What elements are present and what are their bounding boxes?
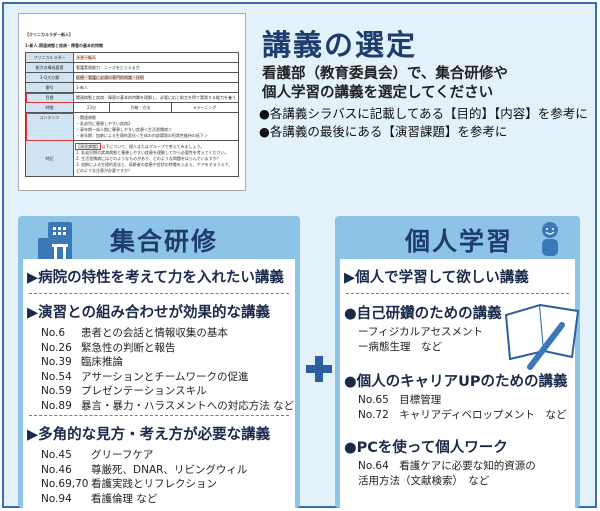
cell: 特記 xyxy=(25,140,74,177)
individual-content: ▶個人で学習して欲しい講義 ●自己研鑽のための講義 ーフィジカルアセスメント ー… xyxy=(340,259,580,508)
lecture-number: No.6 xyxy=(41,327,66,339)
section-heading: ●PCを使って個人ワーク xyxy=(344,440,508,456)
lecture-number: No.45 xyxy=(41,449,72,461)
list-item: No.39 臨床推論 xyxy=(41,354,123,369)
thumb-title: 【クリニカルラダー新人】 xyxy=(25,32,73,37)
line: ・老年期：加齢による生理的変化＜生体の内部環境の恒常性維持の低下＞ xyxy=(76,132,208,138)
lecture-title: 臨床推論 xyxy=(81,356,123,368)
cell: クリニカルラダー xyxy=(25,52,74,63)
cell: ラダー新人 xyxy=(76,54,96,60)
lecture-title: 患者との会話と情報収集の基本 xyxy=(81,327,228,339)
list-item: No.46 尊厳死、DNAR、リビングウィル xyxy=(41,462,247,477)
syllabus-thumbnail: 【クリニカルラダー新人】 1-新人.関連病態と疾病・障害の基本的特徴 クリニカル… xyxy=(18,13,246,191)
list-item: No.59 プレゼンテーションスキル xyxy=(41,383,207,398)
section-heading: ●自己研鑽のための講義 xyxy=(344,306,502,322)
cell: 番号 xyxy=(25,82,74,93)
list-item: No.65 目標管理 xyxy=(358,394,442,406)
list-item: ー病態生理 など xyxy=(358,341,442,353)
lecture-title: プレゼンテーションスキル xyxy=(81,385,207,397)
section-heading: ●個人のキャリアUPのための講義 xyxy=(344,374,568,390)
group-content: ▶病院の特性を考えて力を入れたい講義 ▶演習との組み合わせが効果的な講義 No.… xyxy=(23,259,295,508)
line: 3. 加齢による生理的変化と、高齢者の疾患や症状の特徴をふまえ、ケアをするうえで… xyxy=(76,161,233,173)
subtitle-line: 個人学習の講義を選定してください xyxy=(262,85,494,101)
line: 2. 生活習慣病にはどのようなものがあり、どのような問題をはらんでいますか？ xyxy=(76,155,221,161)
lecture-number: No.59 xyxy=(41,385,72,397)
individual-title: 個人学習 xyxy=(405,227,514,256)
cell: 看護実践能力：ニーズをとらえる力 xyxy=(73,62,239,73)
line: ・乳幼児に罹患しやすい疾病2 xyxy=(76,120,131,126)
list-item: No.45 グリーフケア xyxy=(41,447,153,462)
cell: 時間 xyxy=(25,102,74,113)
cell: 医療・看護に必須の専門的知識・技術 xyxy=(76,74,144,80)
cell: コンテンツ xyxy=(25,112,74,141)
section-heading: ▶多角的な見方・考え方が必要な講義 xyxy=(27,427,271,443)
subtitle-line: 看護部（教育委員会）で、集合研修や xyxy=(262,66,508,82)
cell: eラーニング xyxy=(171,102,239,113)
list-item: No.72 キャリアディベロップメント など xyxy=(358,409,567,421)
list-item: No.26 緊急性の判断と報告 xyxy=(41,340,176,355)
thumb-subtitle: 1-新人.関連病態と疾病・障害の基本的特徴 xyxy=(25,43,103,48)
lecture-title: 尊厳死、DNAR、リビングウィル xyxy=(91,463,248,476)
notebook-pen-icon xyxy=(504,303,580,370)
lecture-number: No.54 xyxy=(41,370,72,383)
tag: 【演習課題】 xyxy=(75,142,101,150)
individual-study-panel: 個人学習 ▶個人で学習して欲しい講義 ●自己研鑽のための講義 ーフィジカルアセス… xyxy=(335,216,580,508)
divider xyxy=(29,293,289,294)
list-item: No.64 看護ケアに必要な知的資源の xyxy=(358,460,536,472)
cell: 能力の構成要素 xyxy=(25,62,74,73)
cell: 関連病態と疾病・障害の基本的特徴を理解し、必要に応じ助言を得て実践する能力を養う xyxy=(73,92,239,103)
list-item: No.6 患者との会話と情報収集の基本 xyxy=(41,325,228,340)
line: ・関連病態 xyxy=(76,114,96,120)
section-heading: ▶演習との組み合わせが効果的な講義 xyxy=(27,305,271,321)
divider xyxy=(346,293,569,294)
group-title: 集合研修 xyxy=(110,227,219,256)
bullet: ●各講義シラバスに記載してある【目的】【内容】を参考に xyxy=(259,106,588,121)
list-item: No.94 看護倫理 など xyxy=(41,491,157,506)
lecture-number: No.39 xyxy=(41,356,72,368)
section-heading: ▶個人で学習して欲しい講義 xyxy=(344,270,529,286)
line: 以下について、個人またはグループで考えてみましょう。 xyxy=(101,143,205,149)
lecture-title: 看護倫理 など xyxy=(91,492,158,505)
lecture-title: 暴言・暴力・ハラスメントへの対応方法 など xyxy=(81,399,295,412)
line: ・青年期〜成人期に罹患しやすい疾患＜生活習慣病＞ xyxy=(76,126,172,132)
section-heading: ▶病院の特性を考えて力を入れたい講義 xyxy=(27,270,284,286)
list-item: No.54 アサーションとチームワークの促進 xyxy=(41,369,248,384)
lecture-title: 看護実践とリフレクション xyxy=(91,478,217,490)
lecture-number: No.94 xyxy=(41,492,72,505)
list-item: No.89 暴言・暴力・ハラスメントへの対応方法 など xyxy=(41,398,294,413)
cell: 3-Q大分類 xyxy=(25,72,74,83)
list-item: ーフィジカルアセスメント xyxy=(358,326,483,338)
thumb-table: クリニカルラダーラダー新人 能力の構成要素看護実践能力：ニーズをとらえる力 3-… xyxy=(25,52,239,177)
lecture-title: アサーションとチームワークの促進 xyxy=(81,370,249,383)
bullet: ●各講義の最後にある【演習課題】を参考に xyxy=(259,124,508,139)
person-icon xyxy=(542,222,558,256)
list-item: 活用方法（文献検索） など xyxy=(358,475,490,487)
line: 1. 乳幼児期の疾病病態と罹患しやすい疾患を理解してから必要性を考えてください。 xyxy=(76,149,229,155)
building-icon xyxy=(38,222,72,260)
lecture-number: No.89 xyxy=(41,399,72,412)
lecture-number: No.69,70 xyxy=(41,478,89,490)
divider xyxy=(29,415,289,416)
lecture-title: グリーフケア xyxy=(91,449,154,461)
cell: 1-新人 xyxy=(73,82,239,93)
group-training-panel: 集合研修 ▶病院の特性を考えて力を入れたい講義 ▶演習との組み合わせが効果的な講… xyxy=(18,216,300,508)
lecture-number: No.46 xyxy=(41,463,72,476)
cell: 23分 xyxy=(73,102,110,113)
page-title: 講義の選定 xyxy=(262,28,418,62)
lecture-number: No.26 xyxy=(41,341,72,354)
plus-icon xyxy=(306,356,332,382)
cell: 方略・方法 xyxy=(108,102,173,113)
lecture-title: 緊急性の判断と報告 xyxy=(81,341,176,354)
cell: 目標 xyxy=(25,92,74,103)
